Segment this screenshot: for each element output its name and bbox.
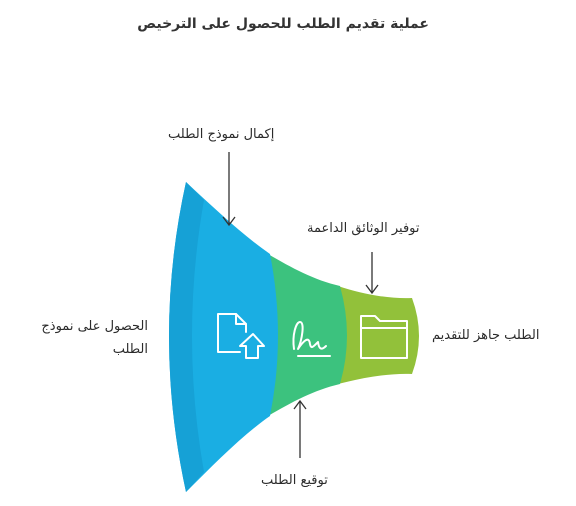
arrow-sign <box>293 399 307 458</box>
label-ready: الطلب جاهز للتقديم <box>432 328 540 343</box>
funnel-stage-sign <box>268 254 347 416</box>
label-start-line1: الحصول على نموذج <box>41 319 148 334</box>
document-upload-icon <box>217 313 265 359</box>
diagram-title: عملية تقديم الطلب للحصول على الترخيص <box>137 16 429 32</box>
label-sign-application: توقيع الطلب <box>261 473 328 488</box>
funnel-mouth-highlight <box>169 182 204 492</box>
label-start-line2: الطلب <box>112 342 148 357</box>
folder-icon <box>360 315 408 359</box>
funnel-stage-form <box>169 182 278 492</box>
label-complete-form: إكمال نموذج الطلب <box>168 127 275 142</box>
funnel-stage-supporting-docs <box>338 286 419 384</box>
label-supporting-docs: توفير الوثائق الداعمة <box>307 221 420 236</box>
signature-icon <box>292 321 331 357</box>
arrow-complete-form <box>222 152 236 227</box>
arrow-supporting-docs <box>365 252 379 295</box>
